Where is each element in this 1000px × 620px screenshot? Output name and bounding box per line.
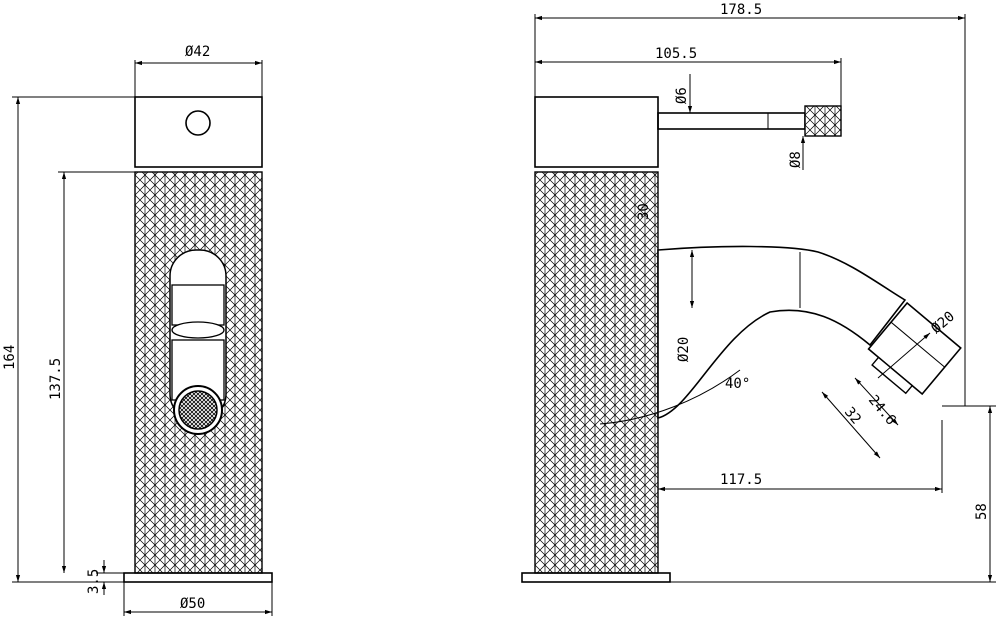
dim-base-thickness: 3.5: [86, 569, 102, 594]
side-handle-knob: [804, 105, 842, 137]
front-spout-upper: [171, 284, 225, 326]
dim-handle-stem: Ø6: [674, 87, 690, 104]
dim-outlet-length: 32: [841, 404, 864, 427]
side-handle-stem: [657, 112, 806, 130]
side-knurled-body: [534, 171, 659, 574]
dim-spout-angle: 40°: [725, 376, 750, 392]
dim-base-diameter: Ø50: [180, 596, 205, 612]
front-aerator-mesh: [178, 390, 218, 430]
dim-spout-reach: 117.5: [720, 472, 762, 488]
front-base: [123, 572, 273, 583]
front-cap-hole: [185, 110, 211, 136]
front-spout-ring: [171, 321, 225, 339]
dim-spout-diameter: Ø20: [676, 337, 692, 362]
side-view: 178.5 105.5 Ø6 Ø8 30 Ø20 40° 117.5 Ø20 2…: [521, 2, 996, 583]
front-view: Ø42 164 137.5 3.5 Ø50: [2, 44, 273, 616]
dim-body-mark: 30: [636, 203, 652, 220]
dim-overall-height: 164: [2, 345, 18, 370]
side-top-cap: [534, 96, 659, 168]
side-spout: [657, 245, 907, 420]
dim-outlet-inner: 24.6: [865, 392, 899, 428]
dim-top-diameter: Ø42: [185, 44, 210, 60]
dim-outlet-height: 58: [974, 503, 990, 520]
side-base: [521, 572, 671, 583]
front-top-cap: [134, 96, 263, 168]
dim-overall-length: 178.5: [720, 2, 762, 18]
dim-handle-reach: 105.5: [655, 46, 697, 62]
dim-body-height: 137.5: [48, 358, 64, 400]
dim-handle-knob: Ø8: [788, 151, 804, 168]
